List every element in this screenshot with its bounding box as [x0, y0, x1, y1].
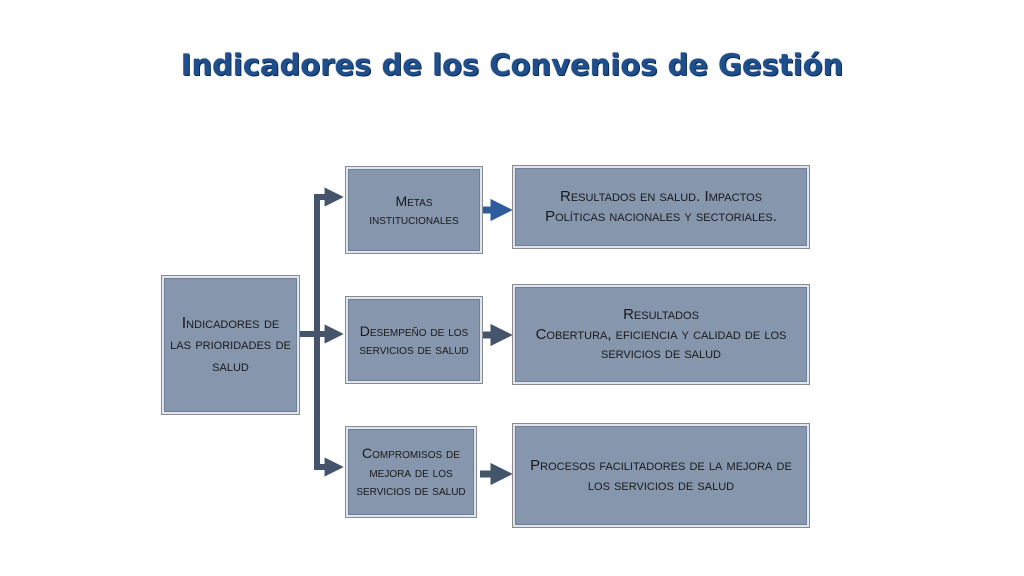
root-box: Indicadores de las prioridades de salud — [161, 275, 300, 415]
page-title: Indicadores de los Convenios de Gestión — [180, 48, 844, 82]
metas-label: Metas institucionales — [369, 192, 459, 227]
metas-box: Metas institucionales — [345, 166, 483, 254]
desempeno-label: Desempeño de los servicios de salud — [359, 322, 469, 357]
compromisos-box: Compromisos de mejora de los servicios d… — [345, 426, 477, 518]
result-health-line1: Resultados en salud. Impactos — [559, 188, 762, 206]
result-box-processes: Procesos facilitadores de la mejora de l… — [512, 423, 810, 528]
result-health-line2: Políticas nacionales y sectoriales. — [545, 208, 777, 225]
result-coverage-line1: Resultados — [623, 305, 699, 323]
result-processes-line1: Procesos facilitadores de la mejora de l… — [530, 456, 792, 494]
root-label: Indicadores de las prioridades de salud — [170, 315, 291, 375]
result-box-health: Resultados en salud. Impactos Políticas … — [512, 165, 810, 249]
result-box-coverage: Resultados Cobertura, eficiencia y calid… — [512, 284, 810, 385]
desempeno-box: Desempeño de los servicios de salud — [345, 296, 483, 384]
compromisos-label: Compromisos de mejora de los servicios d… — [356, 445, 466, 499]
result-coverage-line2: Cobertura, eficiencia y calidad de los s… — [535, 325, 787, 363]
